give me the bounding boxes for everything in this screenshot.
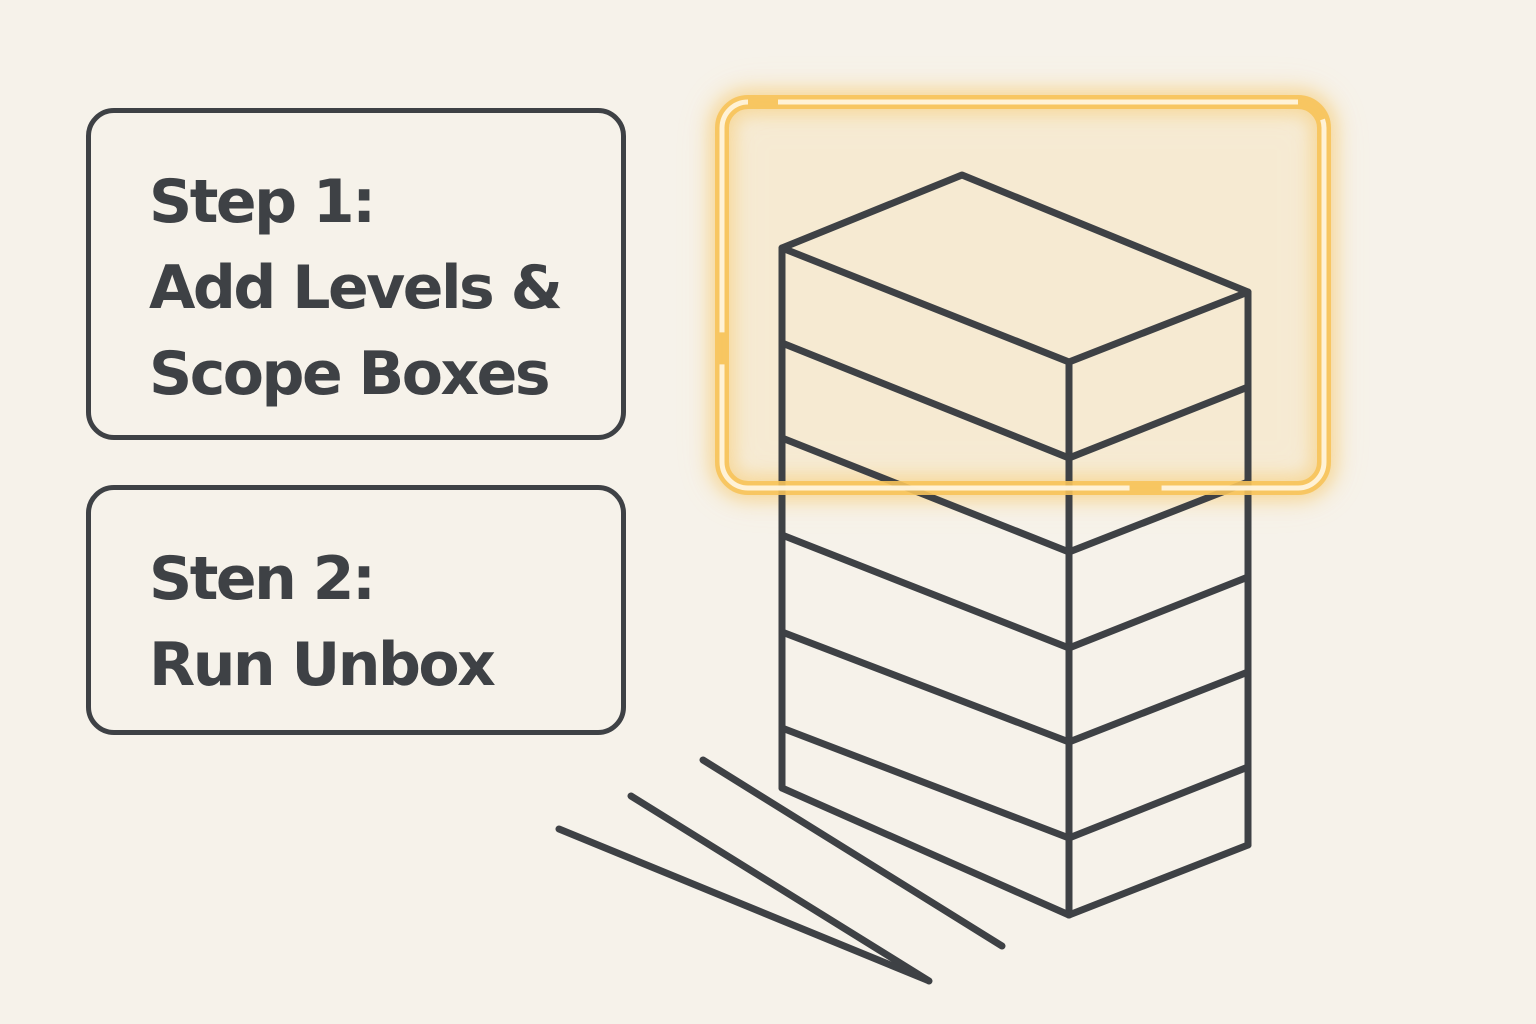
step-1-line-2: Add Levels & bbox=[149, 253, 563, 323]
step-2-title: Sten 2: bbox=[149, 544, 376, 614]
scope-box-outline bbox=[715, 95, 1331, 495]
step-2-card: Sten 2: Run Unbox bbox=[86, 485, 626, 735]
ground-lines bbox=[555, 756, 1006, 985]
step-2-line-2: Run Unbox bbox=[149, 630, 496, 700]
step-1-line-3: Scope Boxes bbox=[149, 339, 551, 409]
ground-line bbox=[555, 825, 931, 984]
ground-line bbox=[699, 756, 1006, 950]
ground-line bbox=[627, 792, 933, 985]
step-1-card: Step 1: Add Levels & Scope Boxes bbox=[86, 108, 626, 440]
step-1-title: Step 1: bbox=[149, 167, 376, 237]
